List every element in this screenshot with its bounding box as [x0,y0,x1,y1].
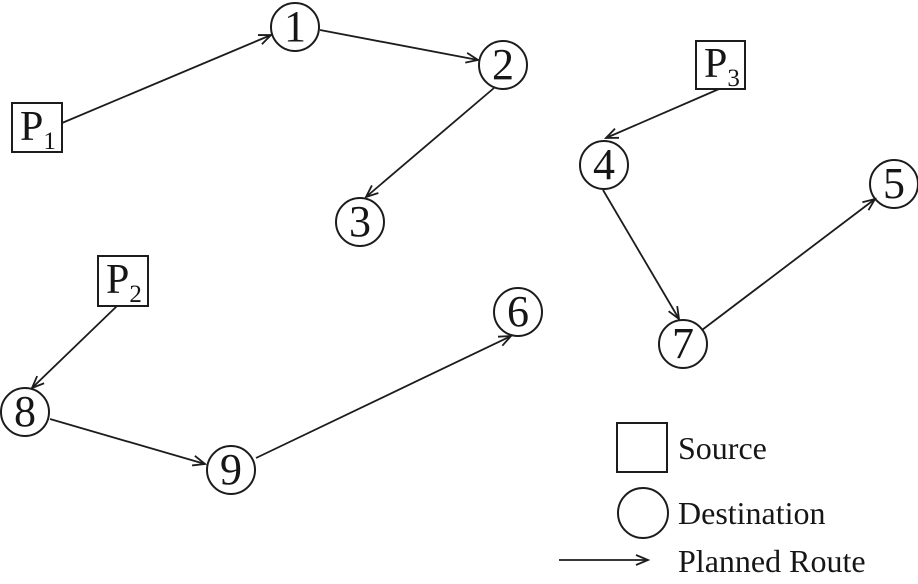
legend-source-label: Source [678,430,767,466]
destination-node-label: 7 [672,319,694,368]
source-node-label: P1 [20,104,56,155]
source-square [695,40,746,90]
source-node-label: P3 [704,41,740,92]
destination-circle [0,387,50,437]
destination-node-label: 9 [220,445,242,494]
route-arrow-7-to-5 [701,197,877,331]
route-arrow-9-to-6 [255,334,514,459]
destination-node-label: 2 [492,40,514,89]
destination-circle [206,445,256,495]
destination-circle [658,319,708,369]
legend-source-swatch [616,422,668,473]
destination-node-2: 2 [478,40,528,90]
route-arrow-p2-to-8 [30,305,118,390]
route-arrow-2-to-3 [364,87,495,199]
destination-node-3: 3 [335,197,385,247]
legend-destination-swatch [617,487,669,539]
destination-circle [493,287,543,337]
destination-node-label: 4 [593,140,615,189]
legend: Source Destination Planned Route [559,422,866,579]
legend-destination-label: Destination [678,495,826,531]
route-arrow-8-to-9 [49,418,208,467]
route-arrow-4-to-7 [602,189,681,322]
destination-circle [579,140,629,190]
destination-node-5: 5 [869,159,918,209]
destination-node-4: 4 [579,140,629,190]
destination-node-label: 5 [883,159,905,208]
destination-circle [478,40,528,90]
route-arrow-p3-to-4 [603,88,720,139]
destination-circle [335,197,385,247]
planned-routes [30,29,877,467]
destination-node-1: 1 [270,2,320,52]
source-node-p2: P2 [97,255,149,308]
destination-node-label: 8 [14,387,36,436]
destination-node-6: 6 [493,287,543,337]
destination-node-label: 1 [284,2,306,51]
source-square [97,255,149,307]
destination-node-9: 9 [206,445,256,495]
destination-node-label: 6 [507,287,529,336]
destination-node-label: 3 [349,197,371,246]
source-node-p3: P3 [695,40,746,92]
route-arrow-p1-to-1 [61,34,274,124]
destination-node-7: 7 [658,319,708,369]
source-node-label: P2 [106,257,142,308]
destination-node-8: 8 [0,387,50,437]
destination-circle [270,2,320,52]
legend-route-label: Planned Route [678,543,866,579]
route-arrow-1-to-2 [319,29,481,64]
source-square [11,102,63,153]
source-node-p1: P1 [11,102,63,155]
destination-circle [869,159,918,209]
